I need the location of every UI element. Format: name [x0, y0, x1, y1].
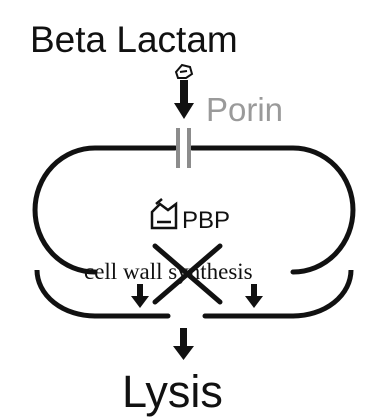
beta-lactam-molecule-icon [174, 63, 194, 79]
cell-membrane-left [32, 145, 178, 275]
arrow-synthesis-left [131, 284, 149, 308]
arrow-molecule-to-porin [174, 80, 194, 119]
pbp-label: PBP [182, 207, 230, 234]
pbp-enzyme-icon [150, 198, 178, 230]
cell-membrane-right [189, 145, 356, 275]
cross-out-icon [152, 243, 223, 305]
lysis-label: Lysis [122, 366, 223, 417]
porin-label: Porin [206, 91, 283, 128]
cell-wall-bottom-curves [34, 269, 354, 319]
cell-membrane [32, 145, 356, 275]
porin-channel-icon [176, 128, 191, 168]
arrow-synthesis-right [245, 284, 263, 308]
cell-wall-synthesis-label: cell wall synthesis [84, 259, 253, 284]
arrow-to-lysis [173, 328, 194, 360]
title-beta-lactam: Beta Lactam [30, 19, 238, 60]
